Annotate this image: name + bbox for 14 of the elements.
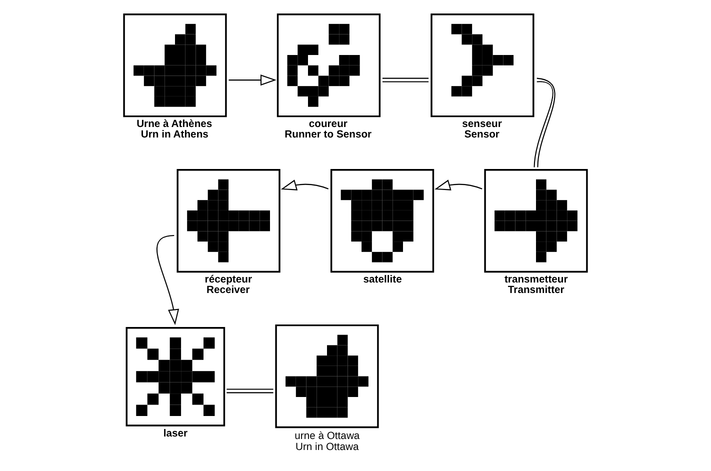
node-label: Runner to Sensor <box>284 130 372 141</box>
node-label: Receiver <box>206 285 250 296</box>
node-label: Urn in Athens <box>140 130 208 141</box>
node-label: Sensor <box>464 130 500 141</box>
node-label: urne à Ottawa <box>294 430 360 442</box>
node-label: récepteur <box>204 274 252 286</box>
node-label: senseur <box>462 119 502 130</box>
node-label: Transmitter <box>508 285 564 296</box>
node-label: coureur <box>308 119 348 130</box>
node-label: laser <box>163 428 188 440</box>
node-label: transmetteur <box>504 274 568 286</box>
node-label: Urne à Athènes <box>136 119 212 130</box>
node-label: satellite <box>363 274 402 286</box>
node-label: Urn in Ottawa <box>295 442 359 454</box>
